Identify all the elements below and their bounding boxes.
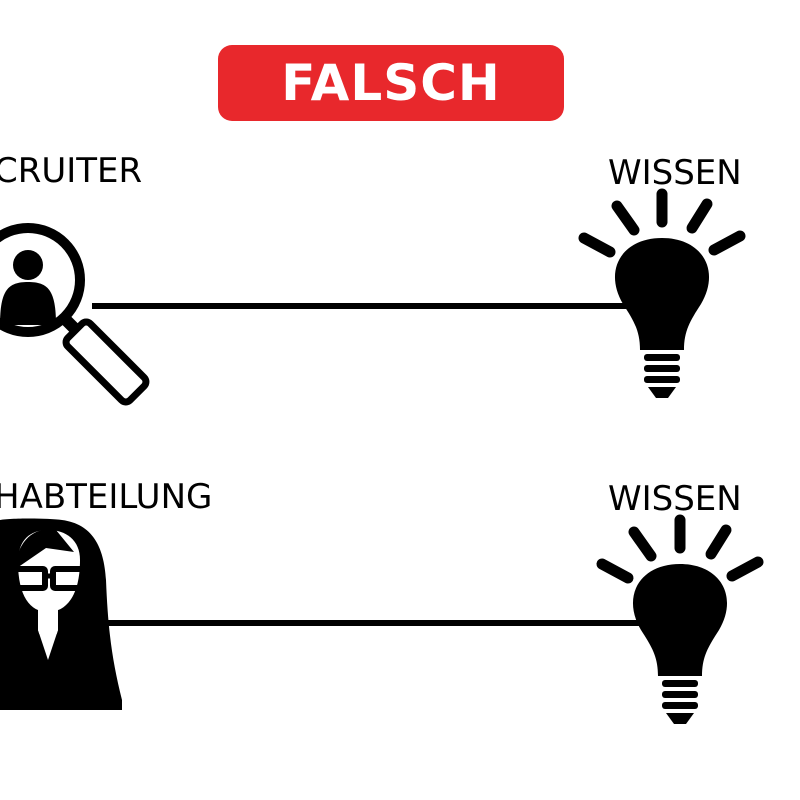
row-1-right-label: WISSEN (608, 153, 742, 193)
row-2-right-label: WISSEN (608, 479, 742, 519)
magnifier-person-icon (0, 223, 150, 406)
woman-with-glasses-icon (0, 518, 122, 710)
verdict-label: FALSCH (281, 54, 501, 112)
row-2-left-label: HABTEILUNG (0, 477, 213, 517)
verdict-badge: FALSCH (218, 45, 564, 121)
lightbulb-icon-row-1 (578, 188, 746, 398)
lightbulb-icon-row-2 (596, 514, 764, 724)
row-1-left-label: CRUITER (0, 151, 143, 191)
